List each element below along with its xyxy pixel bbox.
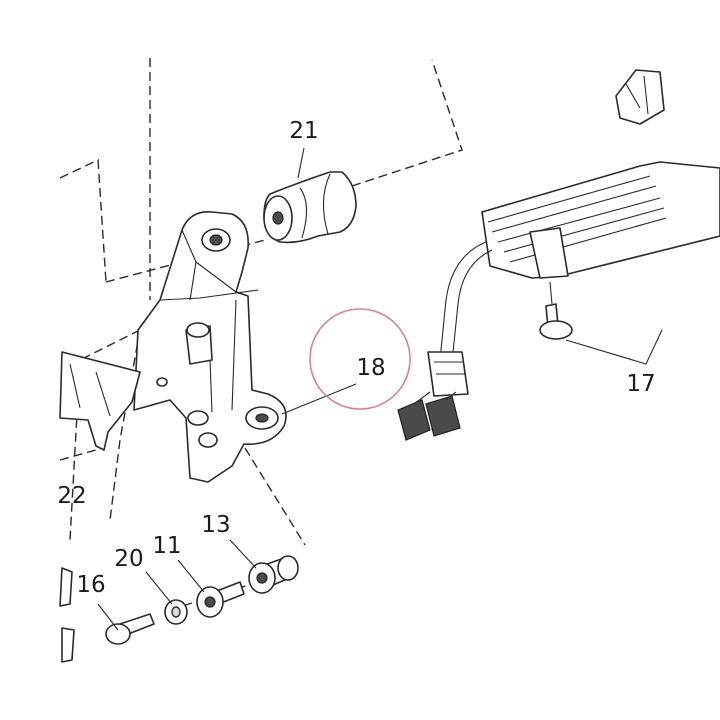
callout-18: 18 (356, 355, 385, 381)
side-frame (59, 351, 141, 663)
highlight-circle (309, 308, 411, 410)
screw-17 (539, 281, 573, 340)
leader-lines (97, 147, 663, 631)
callout-16: 16 (76, 572, 105, 598)
callout-22: 22 (57, 483, 86, 509)
mounting-bracket (133, 211, 287, 483)
callout-13: 13 (201, 512, 230, 538)
regulator-unit (397, 69, 720, 441)
callout-21: 21 (289, 118, 318, 144)
fastener-stack (105, 555, 299, 645)
rubber-spacer (263, 171, 357, 244)
callout-20: 20 (114, 546, 143, 572)
callout-11: 11 (152, 533, 181, 559)
phantom-frame-lines (59, 58, 463, 611)
callout-17: 17 (626, 371, 655, 397)
